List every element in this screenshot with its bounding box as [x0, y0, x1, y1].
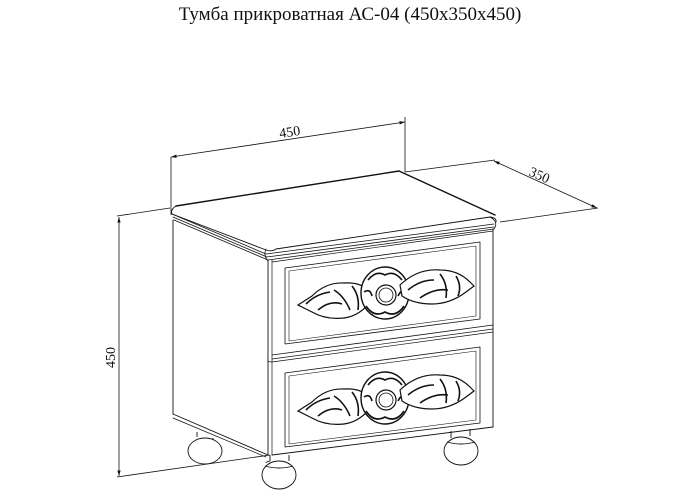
depth-dimension	[404, 159, 599, 223]
width-label: 450	[278, 124, 301, 142]
width-dimension	[170, 117, 406, 215]
drawing-title: Тумба прикроватная АС-04 (450х350х450)	[178, 4, 522, 25]
upper-drawer-ornament	[296, 266, 475, 320]
height-dimension	[116, 207, 271, 478]
lower-drawer-knob	[375, 389, 397, 411]
depth-label: 350	[526, 165, 551, 187]
bun-feet	[187, 429, 479, 490]
upper-drawer-knob	[375, 284, 397, 306]
nightstand-body	[171, 170, 497, 458]
height-label: 450	[104, 347, 119, 368]
